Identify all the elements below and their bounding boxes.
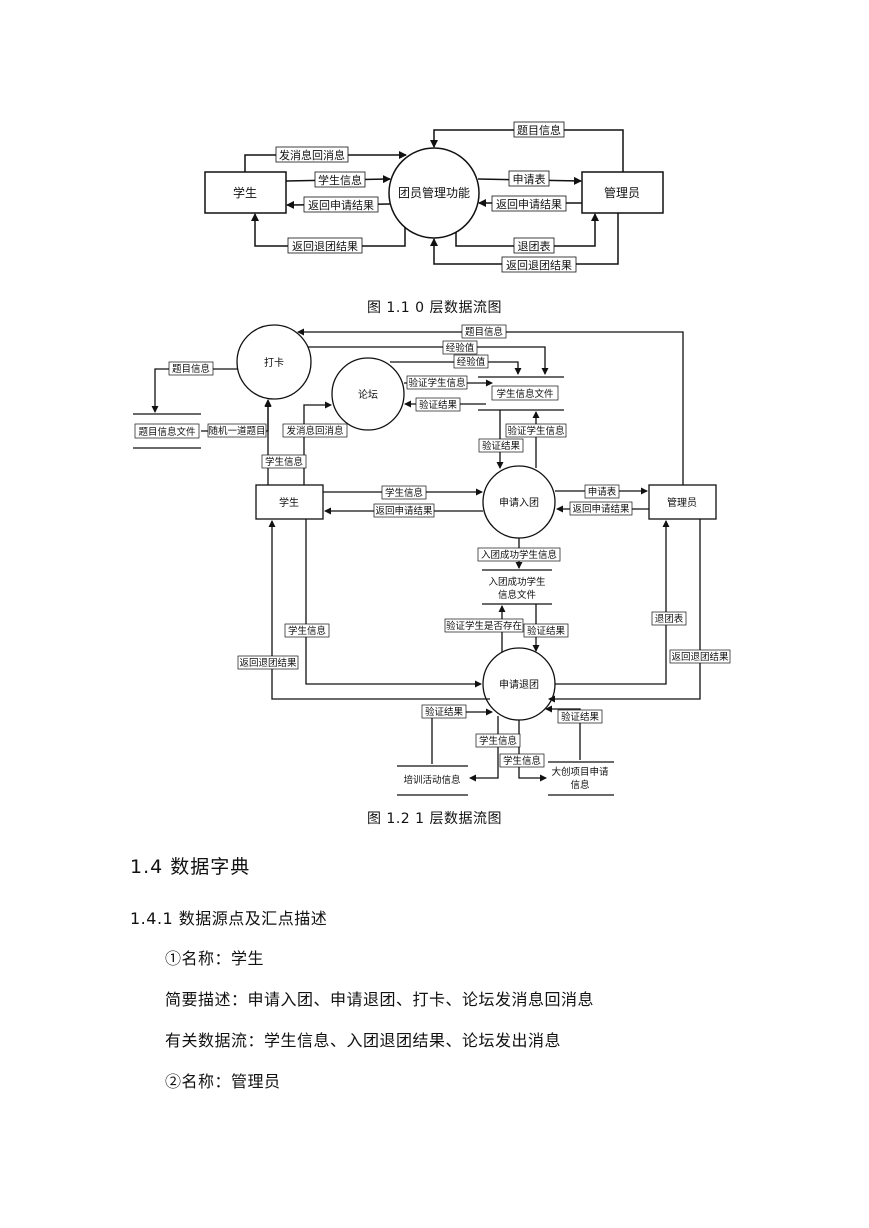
section-heading-1-4: 1.4 数据字典 [130,856,251,878]
store-student-file: 学生信息文件 [496,388,554,400]
flow-exp-1: 经验值 [446,342,475,354]
store-joined-file-line1: 入团成功学生 [488,576,546,588]
flow-verify-result-join: 验证结果 [482,440,521,452]
flow-verify-result-dachuang: 验证结果 [561,711,600,723]
flow-student-info-training: 学生信息 [479,735,517,747]
flow-verify-result-quit: 验证结果 [527,625,566,637]
flow-return-apply-right: 返回申请结果 [496,198,562,211]
process-main-label: 团员管理功能 [398,185,470,200]
flow-topic-info: 题目信息 [517,123,561,137]
flow-student-info-dachuang: 学生信息 [503,755,541,767]
flow-return-quit-left: 返回退团结果 [292,240,358,253]
store-joined-file-line2: 信息文件 [498,589,537,601]
flow-exp-2: 经验值 [457,356,486,368]
figure-caption-1-2: 图 1.2 1 层数据流图 [366,811,503,827]
flow-random-topic: 随机一道题目 [208,425,265,437]
flow-verify-result-forum: 验证结果 [419,399,458,411]
flow-student-info-checkin: 学生信息 [265,456,303,468]
flow-return-apply-left: 返回申请结果 [375,505,433,517]
store-training: 培训活动信息 [403,774,460,786]
flow-student-info: 学生信息 [318,173,362,187]
process-apply-quit-label: 申请退团 [499,678,539,691]
process-checkin-label: 打卡 [264,356,284,369]
entity-admin-label: 管理员 [667,496,697,509]
flow-apply-form: 申请表 [513,172,546,186]
flow-student-info-quit: 学生信息 [288,625,326,637]
flow-verify-student-info-2: 验证学生信息 [507,425,564,437]
flow-send-reply: 发消息回消息 [286,425,343,437]
flow-verify-student-info: 验证学生信息 [408,377,465,389]
process-forum-circle [331,357,405,431]
paragraph-name-student: ①名称：学生 [165,949,265,968]
store-dachuang-line1: 大创项目申请 [551,766,609,778]
flow-verify-result-training: 验证结果 [425,706,464,718]
process-checkin-circle [236,324,312,400]
flow-student-info-join: 学生信息 [385,487,423,499]
entity-admin-label: 管理员 [604,185,640,200]
store-dachuang-line2: 信息 [570,779,589,791]
dfd-level0: 发消息回消息 学生信息 返回申请结果 返回退团结果 题目信息 申请表 返回申请结… [204,121,664,273]
section-heading-1-4-1: 1.4.1 数据源点及汇点描述 [130,909,328,928]
flow-joined-info: 入团成功学生信息 [481,549,557,561]
paragraph-related-flows: 有关数据流：学生信息、入团退团结果、论坛发出消息 [165,1031,562,1050]
process-apply-join-label: 申请入团 [499,496,539,509]
process-forum-label: 论坛 [358,388,378,401]
flow-return-quit-right: 返回退团结果 [506,259,572,272]
entity-student-box [255,484,324,520]
paragraph-brief-description: 简要描述：申请入团、申请退团、打卡、论坛发消息回消息 [165,990,595,1009]
paragraph-name-admin: ②名称：管理员 [165,1072,281,1091]
flow-verify-exists: 验证学生是否存在 [446,620,522,632]
flow-return-apply-left: 返回申请结果 [308,199,374,212]
flow-topic-info-top: 题目信息 [465,326,503,338]
store-topic-file: 题目信息文件 [138,426,196,438]
flow-return-apply-right: 返回申请结果 [572,503,630,515]
flow-send-reply: 发消息回消息 [279,148,345,162]
entity-student-label: 学生 [233,185,257,200]
flow-quit-form: 退团表 [518,239,551,253]
dfd-level1: 打卡 论坛 申请入团 申请退团 学生 管理员 题目信息文件 学生信息文件 入团成… [133,324,731,796]
flow-quit-form: 退团表 [655,613,684,625]
flow-apply-form: 申请表 [588,486,617,498]
flow-return-quit-left: 返回退团结果 [239,657,297,669]
flow-topic-info-left: 题目信息 [172,363,210,375]
flow-return-quit-right: 返回退团结果 [671,651,729,663]
entity-student-label: 学生 [279,496,299,509]
figure-caption-1-1: 图 1.1 0 层数据流图 [366,300,503,316]
